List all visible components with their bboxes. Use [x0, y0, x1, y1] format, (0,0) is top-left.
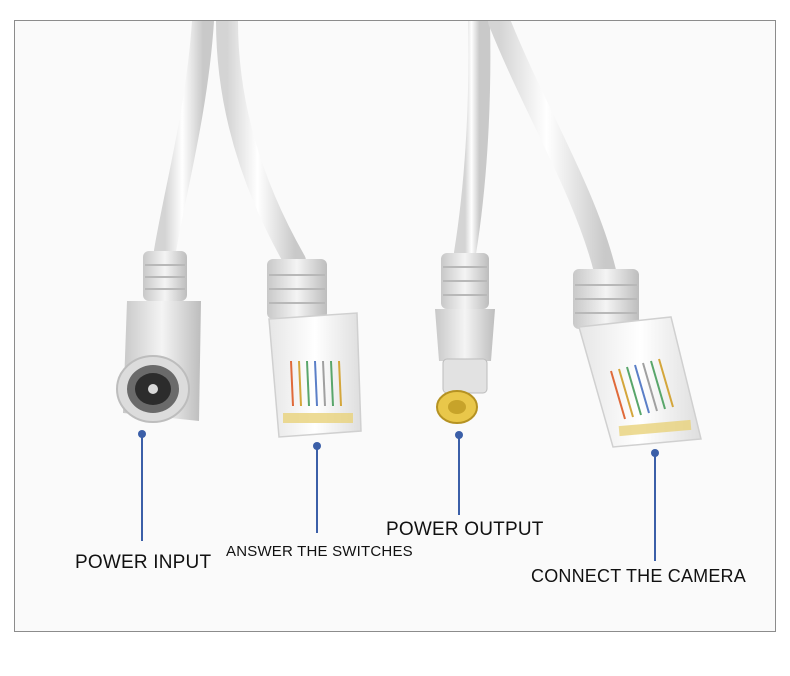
pointer-camera — [651, 449, 659, 561]
poe-splitter-photo — [116, 21, 702, 561]
product-photo-frame: POWER INPUT ANSWER THE SWITCHES POWER OU… — [14, 20, 776, 632]
pointer-switches — [313, 442, 321, 533]
camera-rj45-connector — [488, 21, 702, 448]
label-answer-switches: ANSWER THE SWITCHES — [226, 543, 413, 560]
label-power-input: POWER INPUT — [75, 552, 212, 573]
label-power-output: POWER OUTPUT — [386, 519, 544, 540]
pointer-power-output — [455, 431, 463, 515]
pointer-power-input — [138, 430, 146, 541]
label-connect-camera: CONNECT THE CAMERA — [531, 566, 746, 586]
switch-rj45-connector — [216, 21, 362, 438]
power-output-connector — [435, 21, 495, 424]
power-input-connector — [116, 21, 214, 423]
